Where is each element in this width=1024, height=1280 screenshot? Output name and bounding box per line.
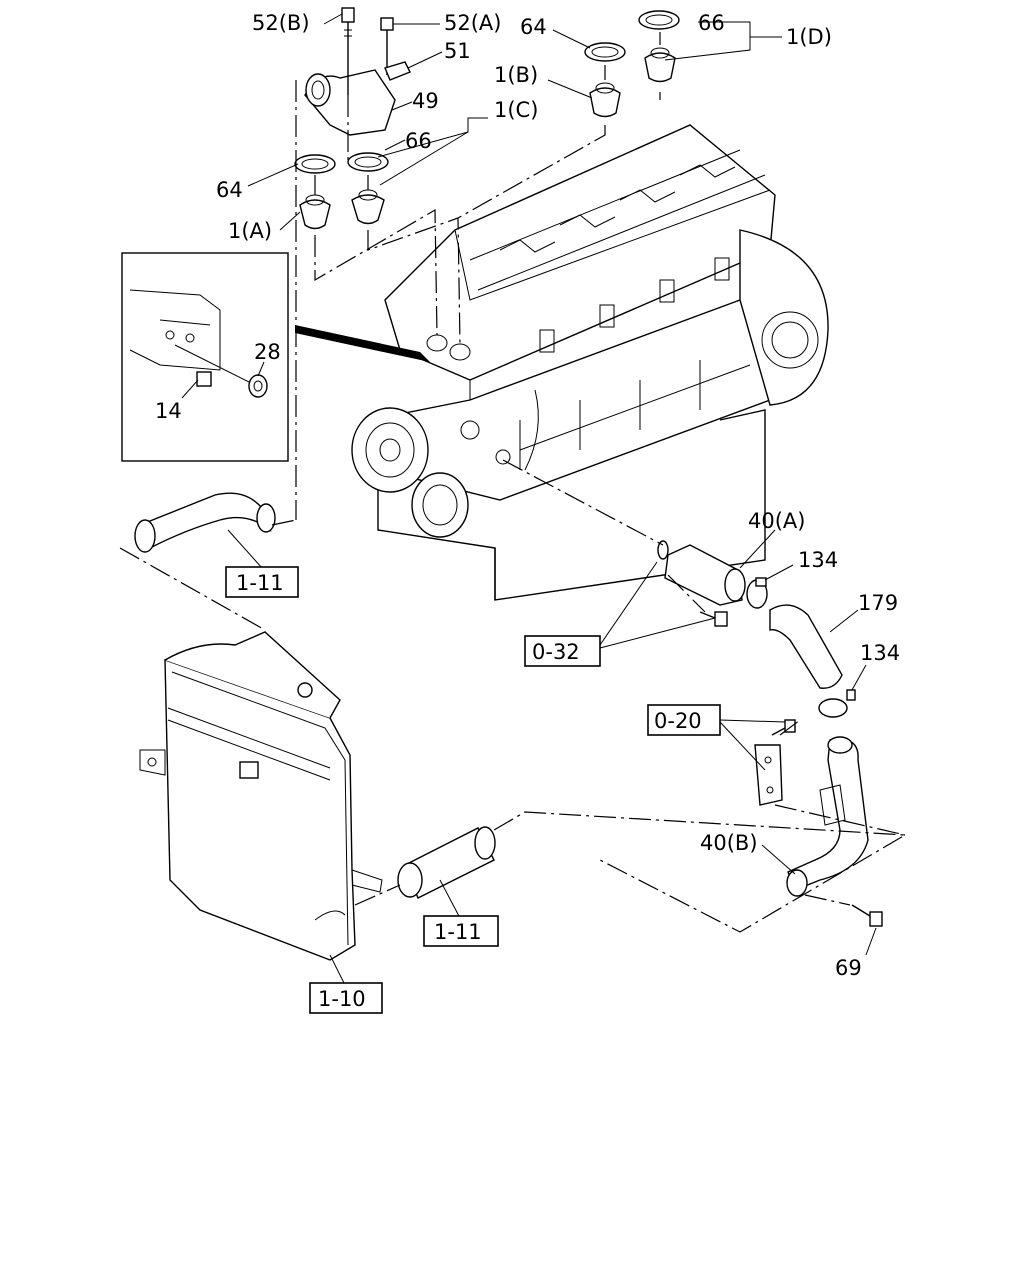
thermostat-1b: [589, 82, 621, 118]
outlet-pipe-40a: [664, 544, 746, 606]
ref-1-11-upper: 1-11: [236, 571, 284, 595]
label-66-left: 66: [405, 129, 432, 153]
sensor-14: [196, 371, 212, 387]
label-64-top: 64: [520, 15, 547, 39]
label-69: 69: [835, 956, 862, 980]
lower-hose: [397, 826, 496, 899]
gasket-64-left: [294, 154, 336, 174]
assembly-lines: [119, 32, 908, 933]
leader-lines: [181, 13, 877, 986]
plug-28: [248, 374, 268, 398]
label-1a: 1(A): [228, 219, 272, 243]
hose-179: [769, 604, 843, 689]
label-66-top: 66: [698, 11, 725, 35]
label-134-upper: 134: [798, 548, 838, 572]
ref-box-1-11-upper: 1-11: [225, 566, 299, 598]
ref-1-10: 1-10: [318, 987, 366, 1011]
thermostat-1c: [351, 189, 385, 225]
gasket-64-right: [584, 42, 626, 62]
label-1c: 1(C): [494, 98, 538, 122]
bolt-69: [851, 904, 883, 927]
ref-box-0-32: 0-32: [524, 635, 601, 667]
label-51: 51: [444, 39, 471, 63]
label-64-left: 64: [216, 178, 243, 202]
gasket-66-left: [347, 152, 389, 172]
label-52a: 52(A): [444, 11, 501, 35]
label-40a: 40(A): [748, 509, 805, 533]
detail-inset: [121, 252, 289, 462]
inset-pointer: [295, 325, 430, 362]
label-49: 49: [412, 89, 439, 113]
water-pipe-40b: [786, 736, 869, 897]
label-179: 179: [858, 591, 898, 615]
label-1b: 1(B): [494, 63, 538, 87]
o-ring: [657, 540, 669, 560]
radiator: [139, 631, 383, 961]
ref-box-1-11-lower: 1-11: [423, 915, 499, 947]
clamp-134-lower: [818, 689, 856, 718]
thermostat-1a: [299, 194, 331, 230]
ref-box-1-10: 1-10: [309, 982, 383, 1014]
label-134-lower: 134: [860, 641, 900, 665]
bracket-51: [384, 61, 411, 81]
label-28: 28: [254, 340, 281, 364]
label-40b: 40(B): [700, 831, 758, 855]
label-1d: 1(D): [786, 25, 832, 49]
reference-boxes: 1-11 0-32 0-20 1-11 1-10: [225, 566, 721, 1014]
ref-0-32: 0-32: [532, 640, 580, 664]
thermostat-1d: [644, 47, 676, 83]
label-14: 14: [155, 399, 182, 423]
label-52b: 52(B): [252, 11, 310, 35]
upper-hose: [134, 492, 276, 553]
ref-box-0-20: 0-20: [647, 704, 721, 736]
bolt-pipe: [699, 611, 728, 627]
part-labels: 52(B) 52(A) 51 49 64 66 1(D) 1(B) 1(C) 6…: [155, 11, 900, 980]
thermostat-housing: [304, 69, 396, 136]
ref-0-20: 0-20: [654, 709, 702, 733]
clamp-134-upper: [746, 577, 768, 609]
ref-1-11-lower: 1-11: [434, 920, 482, 944]
bracket-020: [754, 719, 796, 806]
gasket-66-right: [638, 10, 680, 30]
bolt-52b: [341, 7, 355, 95]
